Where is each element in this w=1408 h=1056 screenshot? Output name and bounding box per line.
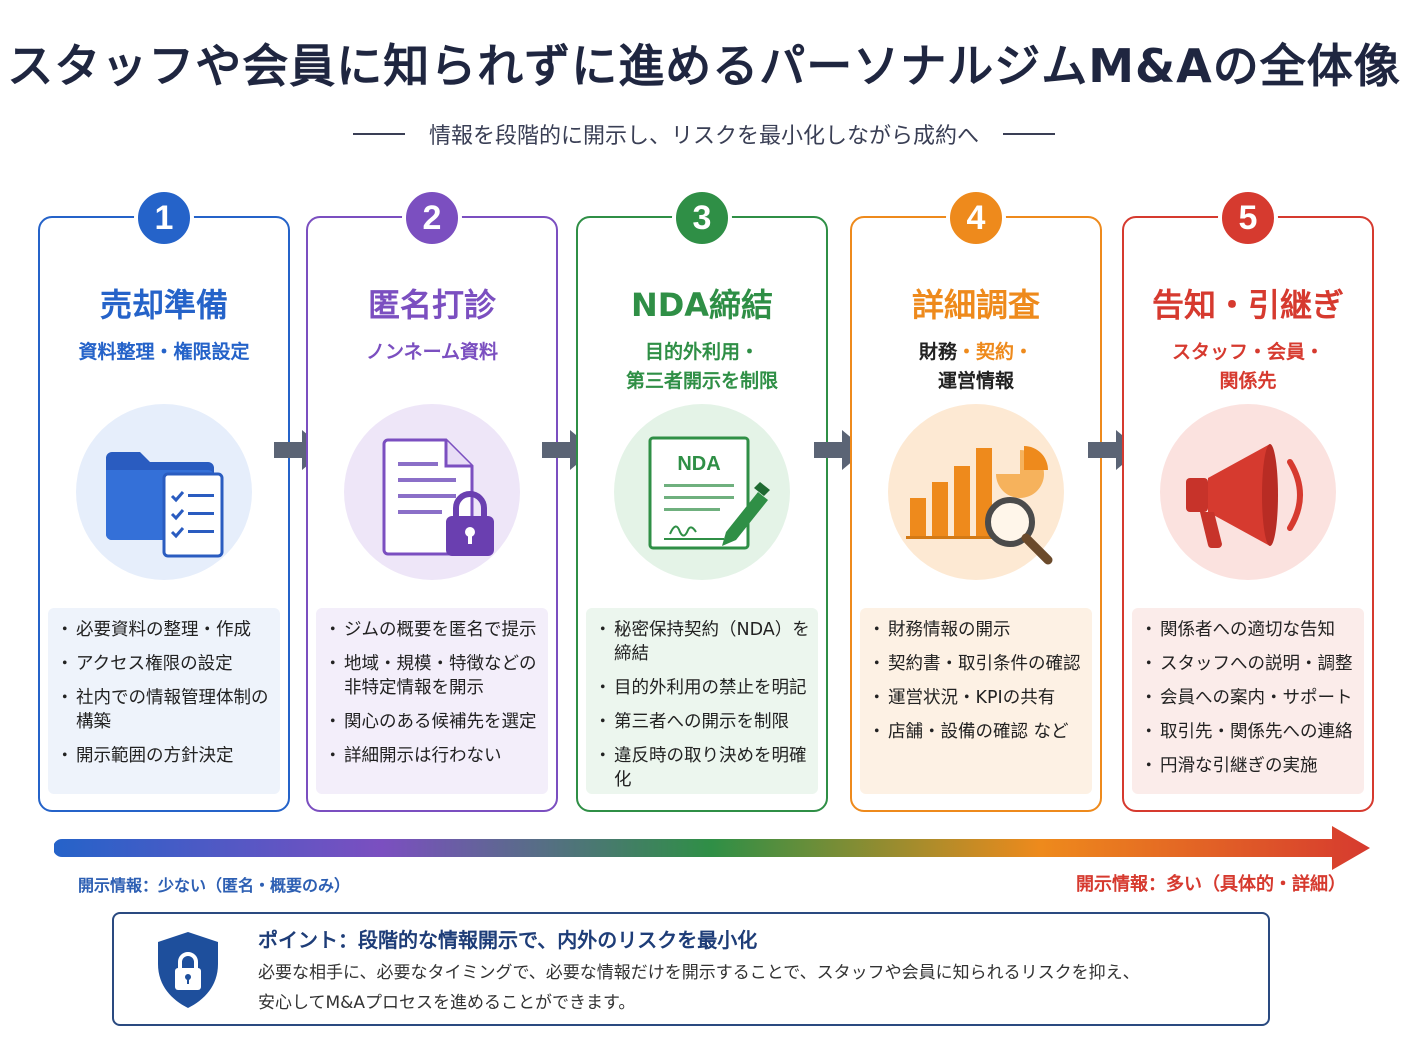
list-item: 必要資料の整理・作成 (56, 618, 272, 642)
bullet-list: 秘密保持契約（NDA）を締結 目的外利用の禁止を明記 第三者への開示を制限 違反… (586, 608, 818, 794)
shield-lock-icon (158, 932, 218, 1008)
list-item: 関係者への適切な告知 (1140, 618, 1356, 642)
step-title: 匿名打診 (367, 286, 496, 324)
step-title: 告知・引継ぎ (1151, 286, 1344, 324)
step-subtitle-line: 資料整理・権限設定 (78, 341, 250, 363)
list-item: 秘密保持契約（NDA）を締結 (594, 618, 810, 666)
list-item: 第三者への開示を制限 (594, 710, 810, 734)
list-item: 運営状況・KPIの共有 (868, 686, 1084, 710)
megaphone-icon (1186, 444, 1303, 549)
step-title: 詳細調査 (911, 286, 1040, 324)
step-card-5: 5 告知・引継ぎ スタッフ・会員・ 関係先 関係者への適切な告知 スタッフへの説… (1122, 188, 1374, 812)
subtitle-line-left (352, 133, 405, 135)
step-subtitle-line: 財務・契約・ (852, 338, 1100, 367)
step-subtitle-part: 財務 (918, 341, 957, 363)
bullet-list: 財務情報の開示 契約書・取引条件の確認 運営状況・KPIの共有 店舗・設備の確認… (860, 608, 1092, 794)
list-item: 社内での情報管理体制の構築 (56, 686, 272, 734)
icon-circle (76, 404, 252, 580)
step-subtitle: 財務・契約・ 運営情報 (852, 338, 1100, 396)
step-subtitle-line: 関係先 (1219, 370, 1277, 392)
bullet-list: 必要資料の整理・作成 アクセス権限の設定 社内での情報管理体制の構築 開示範囲の… (48, 608, 280, 794)
list-item: スタッフへの説明・調整 (1140, 652, 1356, 676)
list-item: 違反時の取り決めを明確化 (594, 744, 810, 792)
folder-checklist-icon (106, 452, 224, 558)
list-item: 会員への案内・サポート (1140, 686, 1356, 710)
step-number-badge: 4 (946, 188, 1006, 248)
step-number-badge: 5 (1218, 188, 1278, 248)
list-item: 契約書・取引条件の確認 (868, 652, 1084, 676)
list-item: 詳細開示は行わない (324, 744, 540, 768)
point-body-line: 必要な相手に、必要なタイミングで、必要な情報だけを開示することで、スタッフや会員… (258, 963, 1140, 983)
icon-circle (1160, 404, 1336, 580)
icon-circle: NDA (614, 404, 790, 580)
step-subtitle: 目的外利用・ 第三者開示を制限 (578, 338, 826, 396)
list-item: 店舗・設備の確認 など (868, 720, 1084, 744)
point-title: ポイント：段階的な情報開示で、内外のリスクを最小化 (258, 928, 758, 952)
step-subtitle-line: 目的外利用・ (644, 341, 759, 363)
point-body: 必要な相手に、必要なタイミングで、必要な情報だけを開示することで、スタッフや会員… (258, 958, 1258, 1018)
step-card-4: 4 詳細調査 財務・契約・ 運営情報 財務情報の開示 契約書・取引条件の確認 運… (850, 188, 1102, 812)
chart-magnifier-icon (906, 446, 1053, 565)
step-subtitle: スタッフ・会員・ 関係先 (1124, 338, 1372, 396)
page-subtitle: 情報を段階的に開示し、リスクを最小化しながら成約へ (428, 124, 979, 149)
step-subtitle-part: ・契約・ (957, 341, 1034, 363)
step-subtitle-line: スタッフ・会員・ (1171, 341, 1324, 363)
list-item: 取引先・関係先への連絡 (1140, 720, 1356, 744)
bullet-list: ジムの概要を匿名で提示 地域・規模・特徴などの非特定情報を開示 関心のある候補先… (316, 608, 548, 794)
list-item: 関心のある候補先を選定 (324, 710, 540, 734)
step-subtitle-line: 運営情報 (937, 370, 1014, 392)
step-card-2: 2 匿名打診 ノンネーム資料 ジムの概要を匿名で提示 地域・規模・特徴などの非特… (306, 188, 558, 812)
point-box: ポイント：段階的な情報開示で、内外のリスクを最小化 必要な相手に、必要なタイミン… (112, 912, 1270, 1026)
disclosure-high-label: 開示情報：多い（具体的・詳細） (1076, 874, 1346, 895)
point-body-line: 安心してM&Aプロセスを進めることができます。 (258, 993, 636, 1013)
list-item: アクセス権限の設定 (56, 652, 272, 676)
nda-contract-icon: NDA (648, 436, 770, 550)
subtitle-line-right (1003, 133, 1055, 135)
step-subtitle-line: ノンネーム資料 (365, 341, 499, 363)
list-item: 開示範囲の方針決定 (56, 744, 272, 768)
step-subtitle-line: 第三者開示を制限 (625, 370, 778, 392)
list-item: 目的外利用の禁止を明記 (594, 676, 810, 700)
step-title: NDA締結 (630, 286, 774, 324)
subtitle-row: 情報を段階的に開示し、リスクを最小化しながら成約へ (0, 118, 1408, 150)
step-subtitle: ノンネーム資料 (308, 338, 556, 367)
list-item: ジムの概要を匿名で提示 (324, 618, 540, 642)
disclosure-gradient-arrow (54, 826, 1370, 870)
list-item: 円滑な引継ぎの実施 (1140, 754, 1356, 778)
step-subtitle: 資料整理・権限設定 (40, 338, 288, 367)
icon-circle (888, 404, 1064, 580)
step-number-badge: 3 (672, 188, 732, 248)
disclosure-low-label: 開示情報：少ない（匿名・概要のみ） (78, 876, 351, 895)
page-title: スタッフや会員に知られずに進めるパーソナルジムM&Aの全体像 (7, 39, 1401, 93)
step-title: 売却準備 (99, 286, 228, 324)
nda-label: NDA (677, 453, 720, 475)
list-item: 地域・規模・特徴などの非特定情報を開示 (324, 652, 540, 700)
step-card-3: 3 NDA締結 目的外利用・ 第三者開示を制限 NDA 秘密保持契約（NDA）を… (576, 188, 828, 812)
step-number-badge: 2 (402, 188, 462, 248)
step-number-badge: 1 (134, 188, 194, 248)
icon-circle (344, 404, 520, 580)
list-item: 財務情報の開示 (868, 618, 1084, 642)
bullet-list: 関係者への適切な告知 スタッフへの説明・調整 会員への案内・サポート 取引先・関… (1132, 608, 1364, 794)
step-card-1: 1 売却準備 資料整理・権限設定 必要資料の整理・作成 アクセス権限の設定 社内… (38, 188, 290, 812)
document-lock-icon (382, 438, 494, 556)
